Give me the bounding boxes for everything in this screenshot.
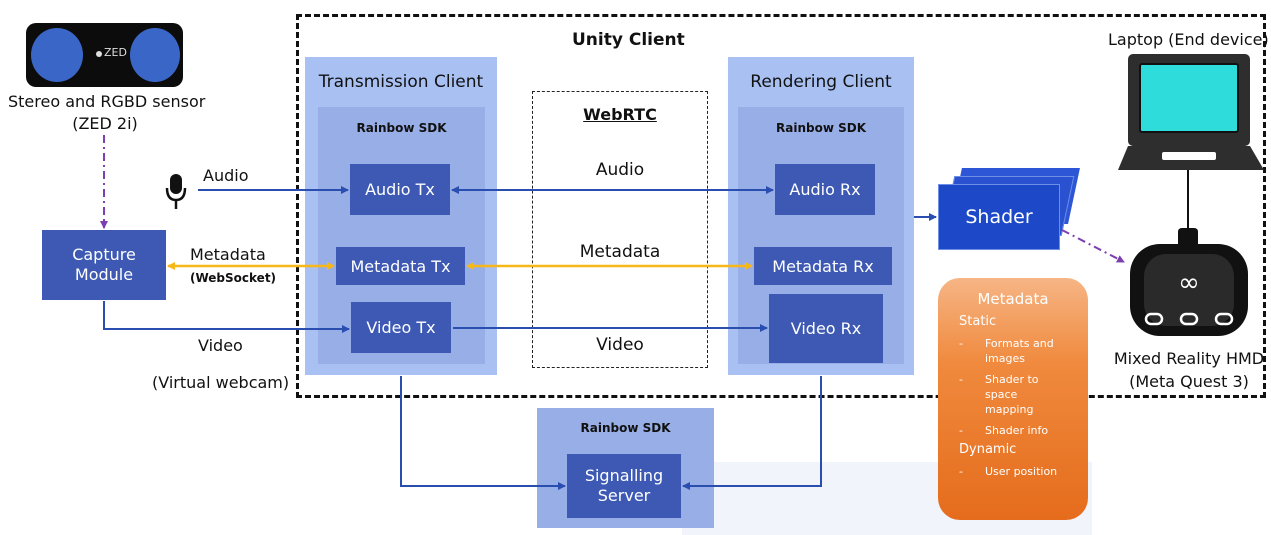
transmission-sdk-label: Rainbow SDK [356,121,447,135]
metadata-card-dynamic-heading: Dynamic [959,442,1017,457]
metadata-card-static-heading: Static [959,314,997,329]
metadata-rx-box: Metadata Rx [754,247,892,285]
signalling-sdk-label: Rainbow SDK [580,421,671,435]
zed-dot [96,51,102,57]
left-video-label: Video [198,336,243,355]
audio-tx-box: Audio Tx [350,164,450,215]
sensor-label-line2: (ZED 2i) [72,114,138,133]
unity-client-boundary [296,14,1266,398]
rendering-client-title: Rendering Client [750,72,892,92]
hmd-label-line2: (Meta Quest 3) [1129,372,1249,391]
zed-lens-right [130,28,180,82]
left-websocket-label: (WebSocket) [190,271,277,285]
metadata-card-dynamic-item: -User position [959,465,1058,478]
webrtc-video-label: Video [596,335,644,355]
metadata-card-static-list: -Formats and images -Shader to space map… [959,336,1079,438]
microphone-icon [165,174,187,209]
capture-module-line2: Module [74,265,134,284]
sensor-label-line1: Stereo and RGBD sensor [8,92,206,111]
metadata-card-static-item: -Formats and images [959,337,1054,365]
webrtc-title: WebRTC [583,105,657,124]
signalling-server-line1: Signalling [584,466,664,485]
zed-camera: ZED [26,23,183,87]
metadata-tx-box: Metadata Tx [336,247,465,285]
capture-module-line1: Capture [72,245,136,264]
webrtc-audio-label: Audio [595,160,645,180]
metadata-card: Metadata Static -Formats and images -Sha… [938,278,1088,520]
svg-text:∞: ∞ [1178,268,1200,298]
video-rx-box: Video Rx [769,294,883,363]
laptop-icon [1118,54,1264,170]
video-tx-box: Video Tx [351,302,451,353]
webrtc-boundary [532,91,708,368]
audio-rx-box: Audio Rx [775,164,875,215]
capture-to-video-tx-arrow [103,301,350,333]
left-virtual-webcam-label: (Virtual webcam) [152,373,290,392]
capture-module: Capture Module [42,230,166,300]
vr-headset-icon: ∞ [1130,228,1248,336]
signalling-server-line2: Server [597,486,651,505]
rendering-sdk-label: Rainbow SDK [776,121,866,135]
metadata-card-title: Metadata [977,290,1049,308]
zed-logo: ZED [104,46,127,59]
metadata-card-static-item: -Shader to space mapping [959,373,1039,416]
shader-to-hmd-arrow [1061,229,1125,263]
rendering-to-signalling-arrow [682,376,822,490]
metadata-card-static-item: -Shader info [959,424,1049,437]
metadata-card-dynamic-list: -User position [959,464,1079,479]
laptop-label: Laptop (End device) [1108,30,1269,49]
transmission-to-signalling-arrow [400,376,566,490]
signalling-server-box: Signalling Server [567,454,681,518]
transmission-client-title: Transmission Client [318,72,484,92]
unity-client-title: Unity Client [572,30,685,50]
hmd-label-line1: Mixed Reality HMD [1113,349,1265,368]
webrtc-metadata-label: Metadata [579,242,661,262]
zed-lens-left [31,28,83,82]
shader-box: Shader [938,184,1060,250]
left-audio-label: Audio [203,166,249,185]
left-metadata-label: Metadata [190,245,266,264]
